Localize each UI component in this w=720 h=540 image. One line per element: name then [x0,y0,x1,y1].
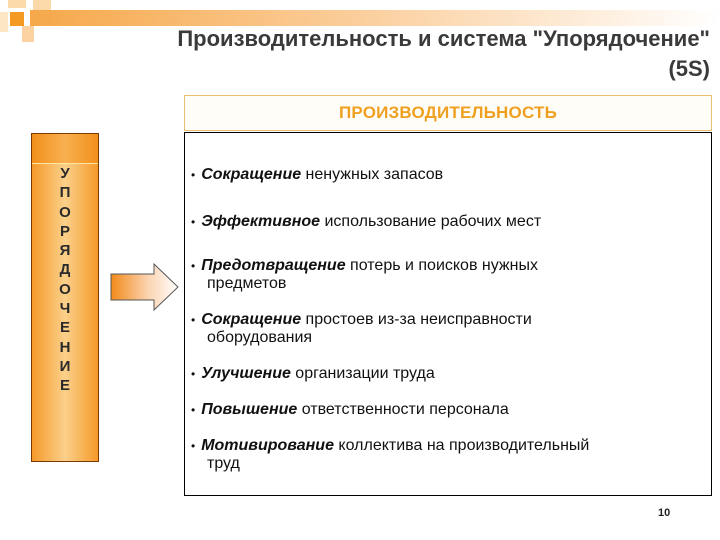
item-text: коллектива на производительный [333,437,590,454]
letter: О [59,280,71,298]
item-continuation: предметов [207,275,287,292]
slide-title: Производительность и система "Упорядочен… [30,24,710,84]
item-keyword: Предотвращение [201,257,346,274]
list-item: • Сокращение ненужных запасов [191,166,443,184]
letter: Е [59,319,70,337]
item-continuation: труд [207,455,240,472]
bullet-icon: • [191,168,196,182]
letter: Ч [59,300,71,318]
item-text: ответственности персонала [297,401,509,418]
bullet-icon: • [191,367,196,381]
productivity-list: • Сокращение ненужных запасов • Эффективно… [184,132,712,496]
bullet-icon: • [191,403,196,417]
list-item: • Сокращение простоев из-за неисправности… [191,311,532,346]
item-text: простоев из-за неисправности [301,311,532,328]
title-line-1: Производительность и система "Упорядочен… [177,26,710,51]
letter: Р [59,222,70,240]
bullet-icon: • [191,215,196,229]
letter: И [59,357,71,375]
item-keyword: Сокращение [201,166,302,183]
letter: Н [59,338,71,356]
letter: О [59,203,71,221]
ordering-side-bar: У П О Р Я Д О Ч Е Н И Е [31,133,99,462]
item-keyword: Эффективное [201,213,321,230]
list-item: •Предотвращение потерь и поисков нужных … [191,257,538,292]
item-text: ненужных запасов [301,166,444,183]
list-item: • Улучшение организации труда [191,365,435,383]
bullet-icon: • [191,439,196,453]
page-number: 10 [658,507,671,519]
item-text: потерь и поисков нужных [345,257,538,274]
item-keyword: Сокращение [201,311,302,328]
decorative-top-bar [30,10,720,26]
list-item: • Эффективное использование рабочих мест [191,213,541,231]
letter: П [59,184,71,202]
item-keyword: Улучшение [201,365,291,382]
decorative-corner [0,0,60,50]
title-line-2: (5S) [668,56,710,81]
item-text: использование рабочих мест [320,213,542,230]
letter: Я [59,242,71,260]
item-keyword: Мотивирование [201,437,334,454]
bullet-icon: • [191,259,196,273]
side-bar-letters: У П О Р Я Д О Ч Е Н И Е [32,164,98,396]
letter: Е [59,377,70,395]
letter: У [60,165,70,182]
side-bar-top-band [32,134,98,164]
list-item: • Мотивирование коллектива на производите… [191,437,589,472]
item-continuation: оборудования [207,329,313,346]
item-keyword: Повышение [201,401,298,418]
right-arrow-icon [110,263,179,311]
letter: Д [59,261,71,279]
bullet-icon: • [191,313,196,327]
list-item: • Повышение ответственности персонала [191,401,509,419]
item-text: организации труда [290,365,435,382]
productivity-header: ПРОИЗВОДИТЕЛЬНОСТЬ [184,95,712,131]
